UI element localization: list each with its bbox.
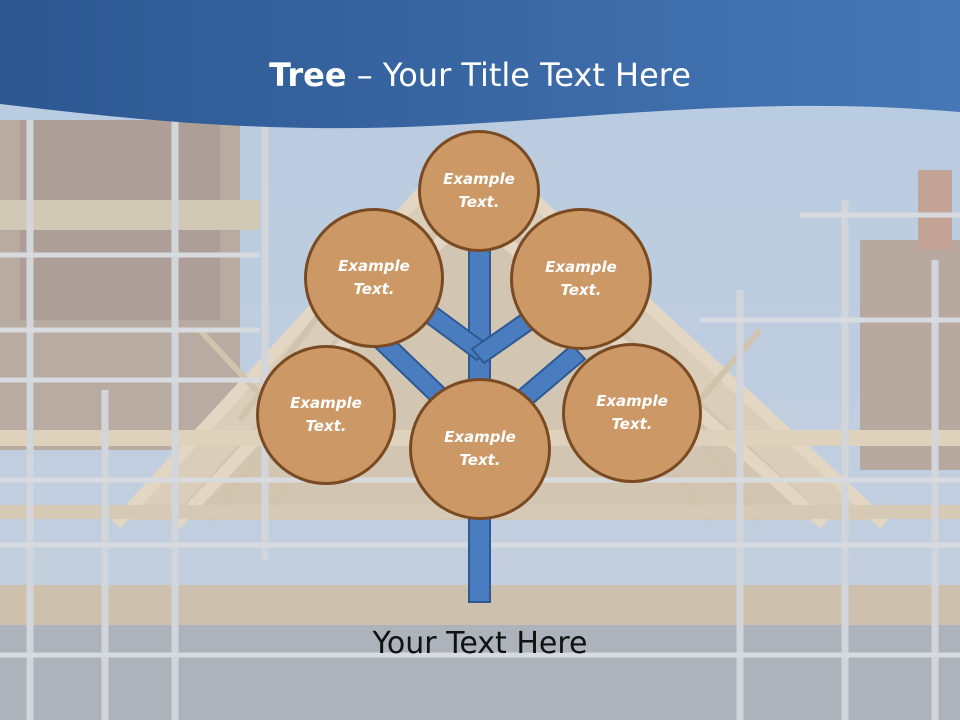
header-band: [0, 0, 960, 129]
slide-title-rest: – Your Title Text Here: [346, 56, 691, 94]
footer-text: Your Text Here: [372, 626, 588, 661]
slide-title: Tree – Your Title Text Here: [0, 50, 960, 100]
slide-title-bold: Tree: [269, 56, 347, 94]
